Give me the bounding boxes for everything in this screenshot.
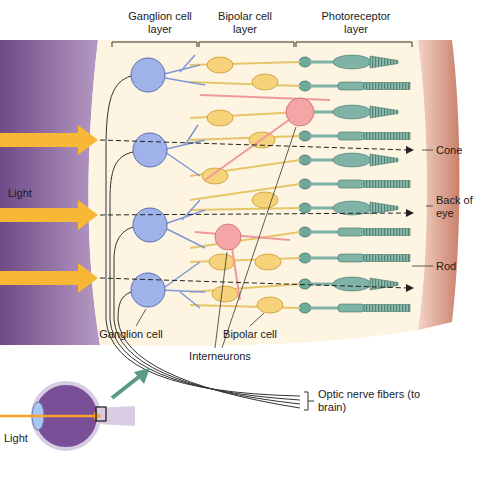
part-label: Bipolar cell layer bbox=[212, 10, 278, 36]
part-label: Back of eye bbox=[436, 194, 486, 220]
part-label: Ganglion cell layer bbox=[125, 10, 195, 36]
part-label: Light bbox=[4, 432, 54, 445]
part-label: Photoreceptor layer bbox=[318, 10, 394, 36]
part-label: Light bbox=[8, 187, 58, 200]
part-label: Bipolar cell bbox=[215, 328, 285, 341]
part-label: Rod bbox=[436, 260, 486, 273]
part-label: Optic nerve fibers (to brain) bbox=[318, 388, 428, 414]
part-label: Ganglion cell bbox=[96, 328, 166, 341]
part-label: Cone bbox=[436, 144, 486, 157]
part-label: Interneurons bbox=[180, 350, 260, 363]
